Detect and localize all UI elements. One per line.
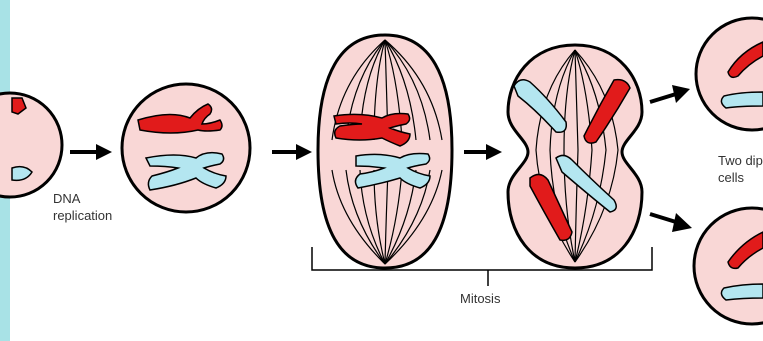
two-cells-label: Two dip cells [718,152,763,186]
replicated-cell [122,84,250,212]
blue-chromosome-daughter-top [721,92,763,108]
right-arrow-icon [464,144,502,160]
right-arrow-icon [650,85,690,103]
right-arrow-icon [70,144,112,160]
two-cells-line2: cells [718,170,744,185]
initial-cell [0,93,62,197]
right-arrow-icon [650,213,692,232]
right-arrow-icon [272,144,312,160]
dna-replication-label: DNA replication [53,190,112,224]
mitosis-label: Mitosis [460,290,500,307]
two-cells-line1: Two dip [718,153,763,168]
dna-replication-line1: DNA [53,191,80,206]
daughter-cell-bottom [694,208,763,324]
telophase-cell [508,45,642,268]
dna-replication-line2: replication [53,208,112,223]
metaphase-cell [318,35,452,268]
daughter-cell-top [696,18,763,130]
